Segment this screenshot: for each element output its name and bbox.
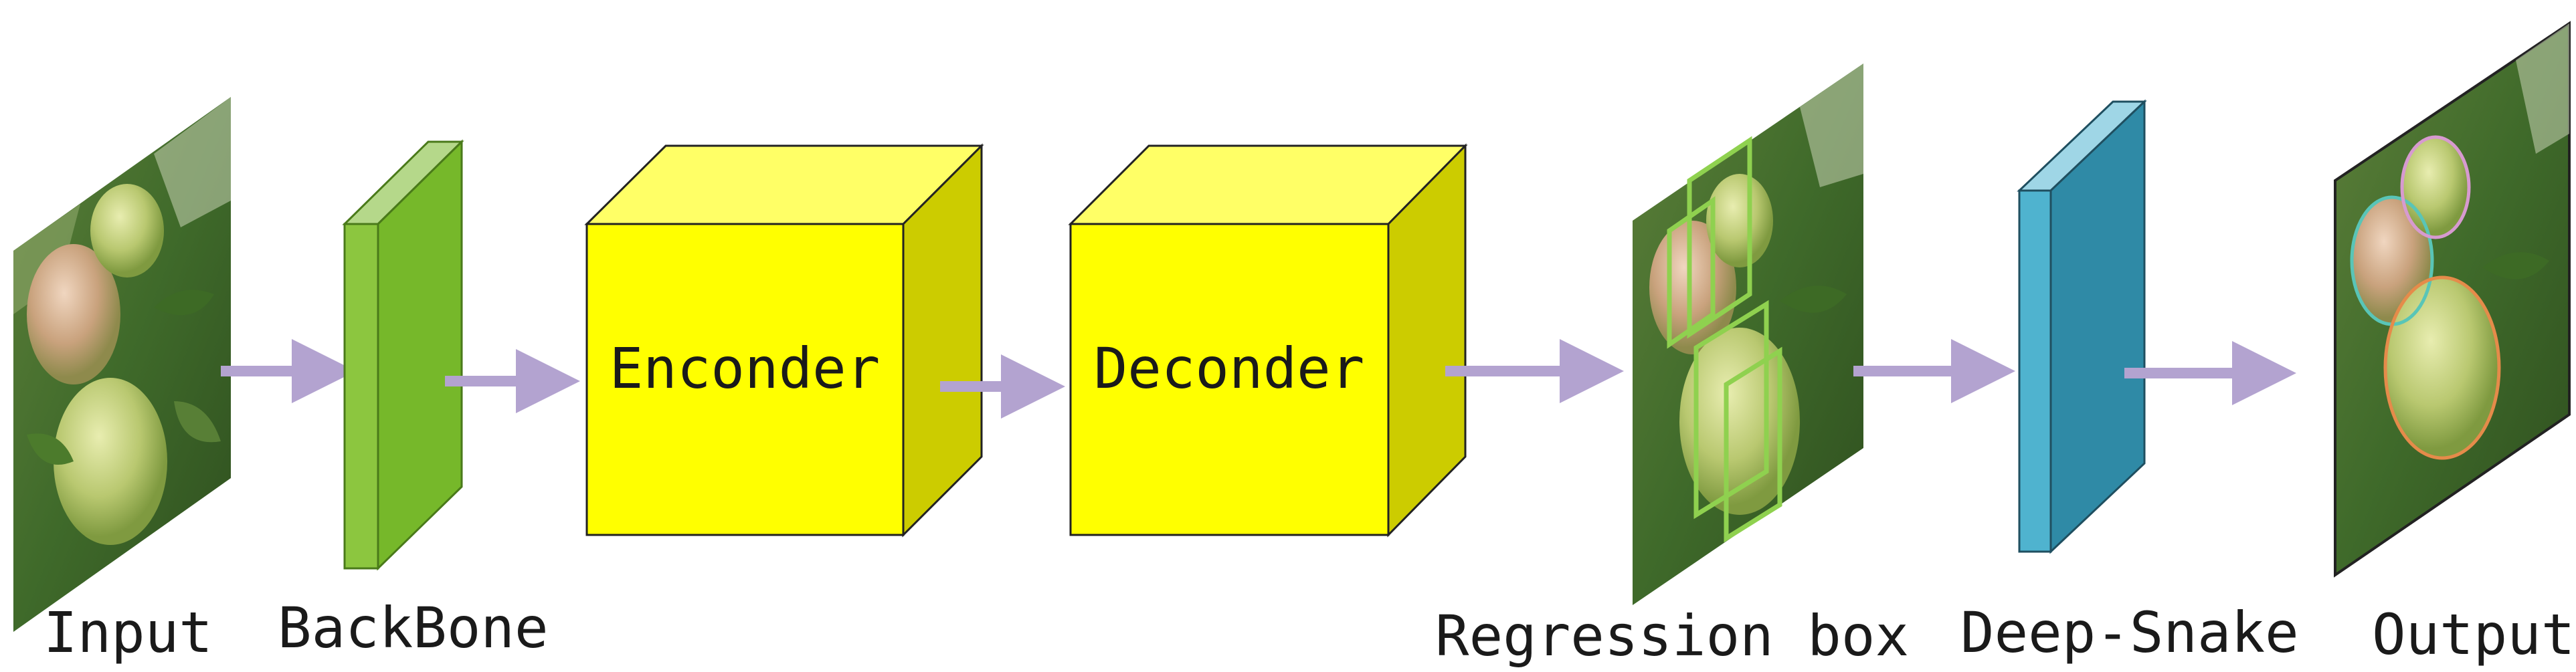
input-label: Input [43, 600, 213, 665]
regression-box-label: Regression box [1435, 603, 1909, 669]
contour-3 [2383, 275, 2501, 460]
deep-snake-label: Deep-Snake [1960, 600, 2299, 665]
decoder-block [1068, 143, 1468, 538]
input-image [13, 97, 231, 632]
encoder-block [584, 143, 984, 538]
encoder-label: Enconder [610, 336, 881, 401]
deep-snake-block [2017, 99, 2147, 554]
decoder-label: Deconder [1094, 336, 1365, 401]
contour-2 [2400, 135, 2471, 239]
output-image [2334, 21, 2571, 578]
regression-box-3 [1693, 300, 1769, 520]
output-label: Output [2372, 602, 2575, 667]
regression-box-image [1633, 64, 1863, 605]
backbone-label: BackBone [278, 595, 549, 661]
regression-box-1 [1667, 196, 1716, 349]
regression-box-4 [1724, 346, 1782, 543]
backbone-block [342, 139, 464, 571]
regression-box-2 [1687, 136, 1752, 339]
